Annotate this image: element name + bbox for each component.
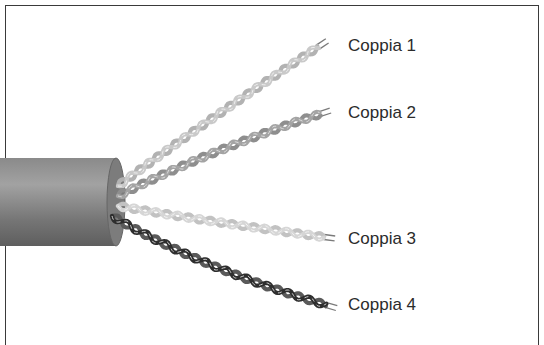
wire <box>112 216 326 306</box>
wire <box>118 112 320 197</box>
twisted-pairs <box>112 39 337 311</box>
wire-stripe <box>118 112 320 197</box>
wire-stripe <box>118 48 319 187</box>
wire-tip <box>324 240 335 241</box>
wire <box>112 216 326 307</box>
pair-label: Coppia 1 <box>348 36 416 56</box>
wire <box>118 48 319 187</box>
pair-label: Coppia 4 <box>348 295 416 315</box>
wire-stripe <box>112 216 326 306</box>
pair-label: Coppia 3 <box>348 229 416 249</box>
pair-label: Coppia 2 <box>348 103 416 123</box>
cable-jacket <box>0 158 116 246</box>
